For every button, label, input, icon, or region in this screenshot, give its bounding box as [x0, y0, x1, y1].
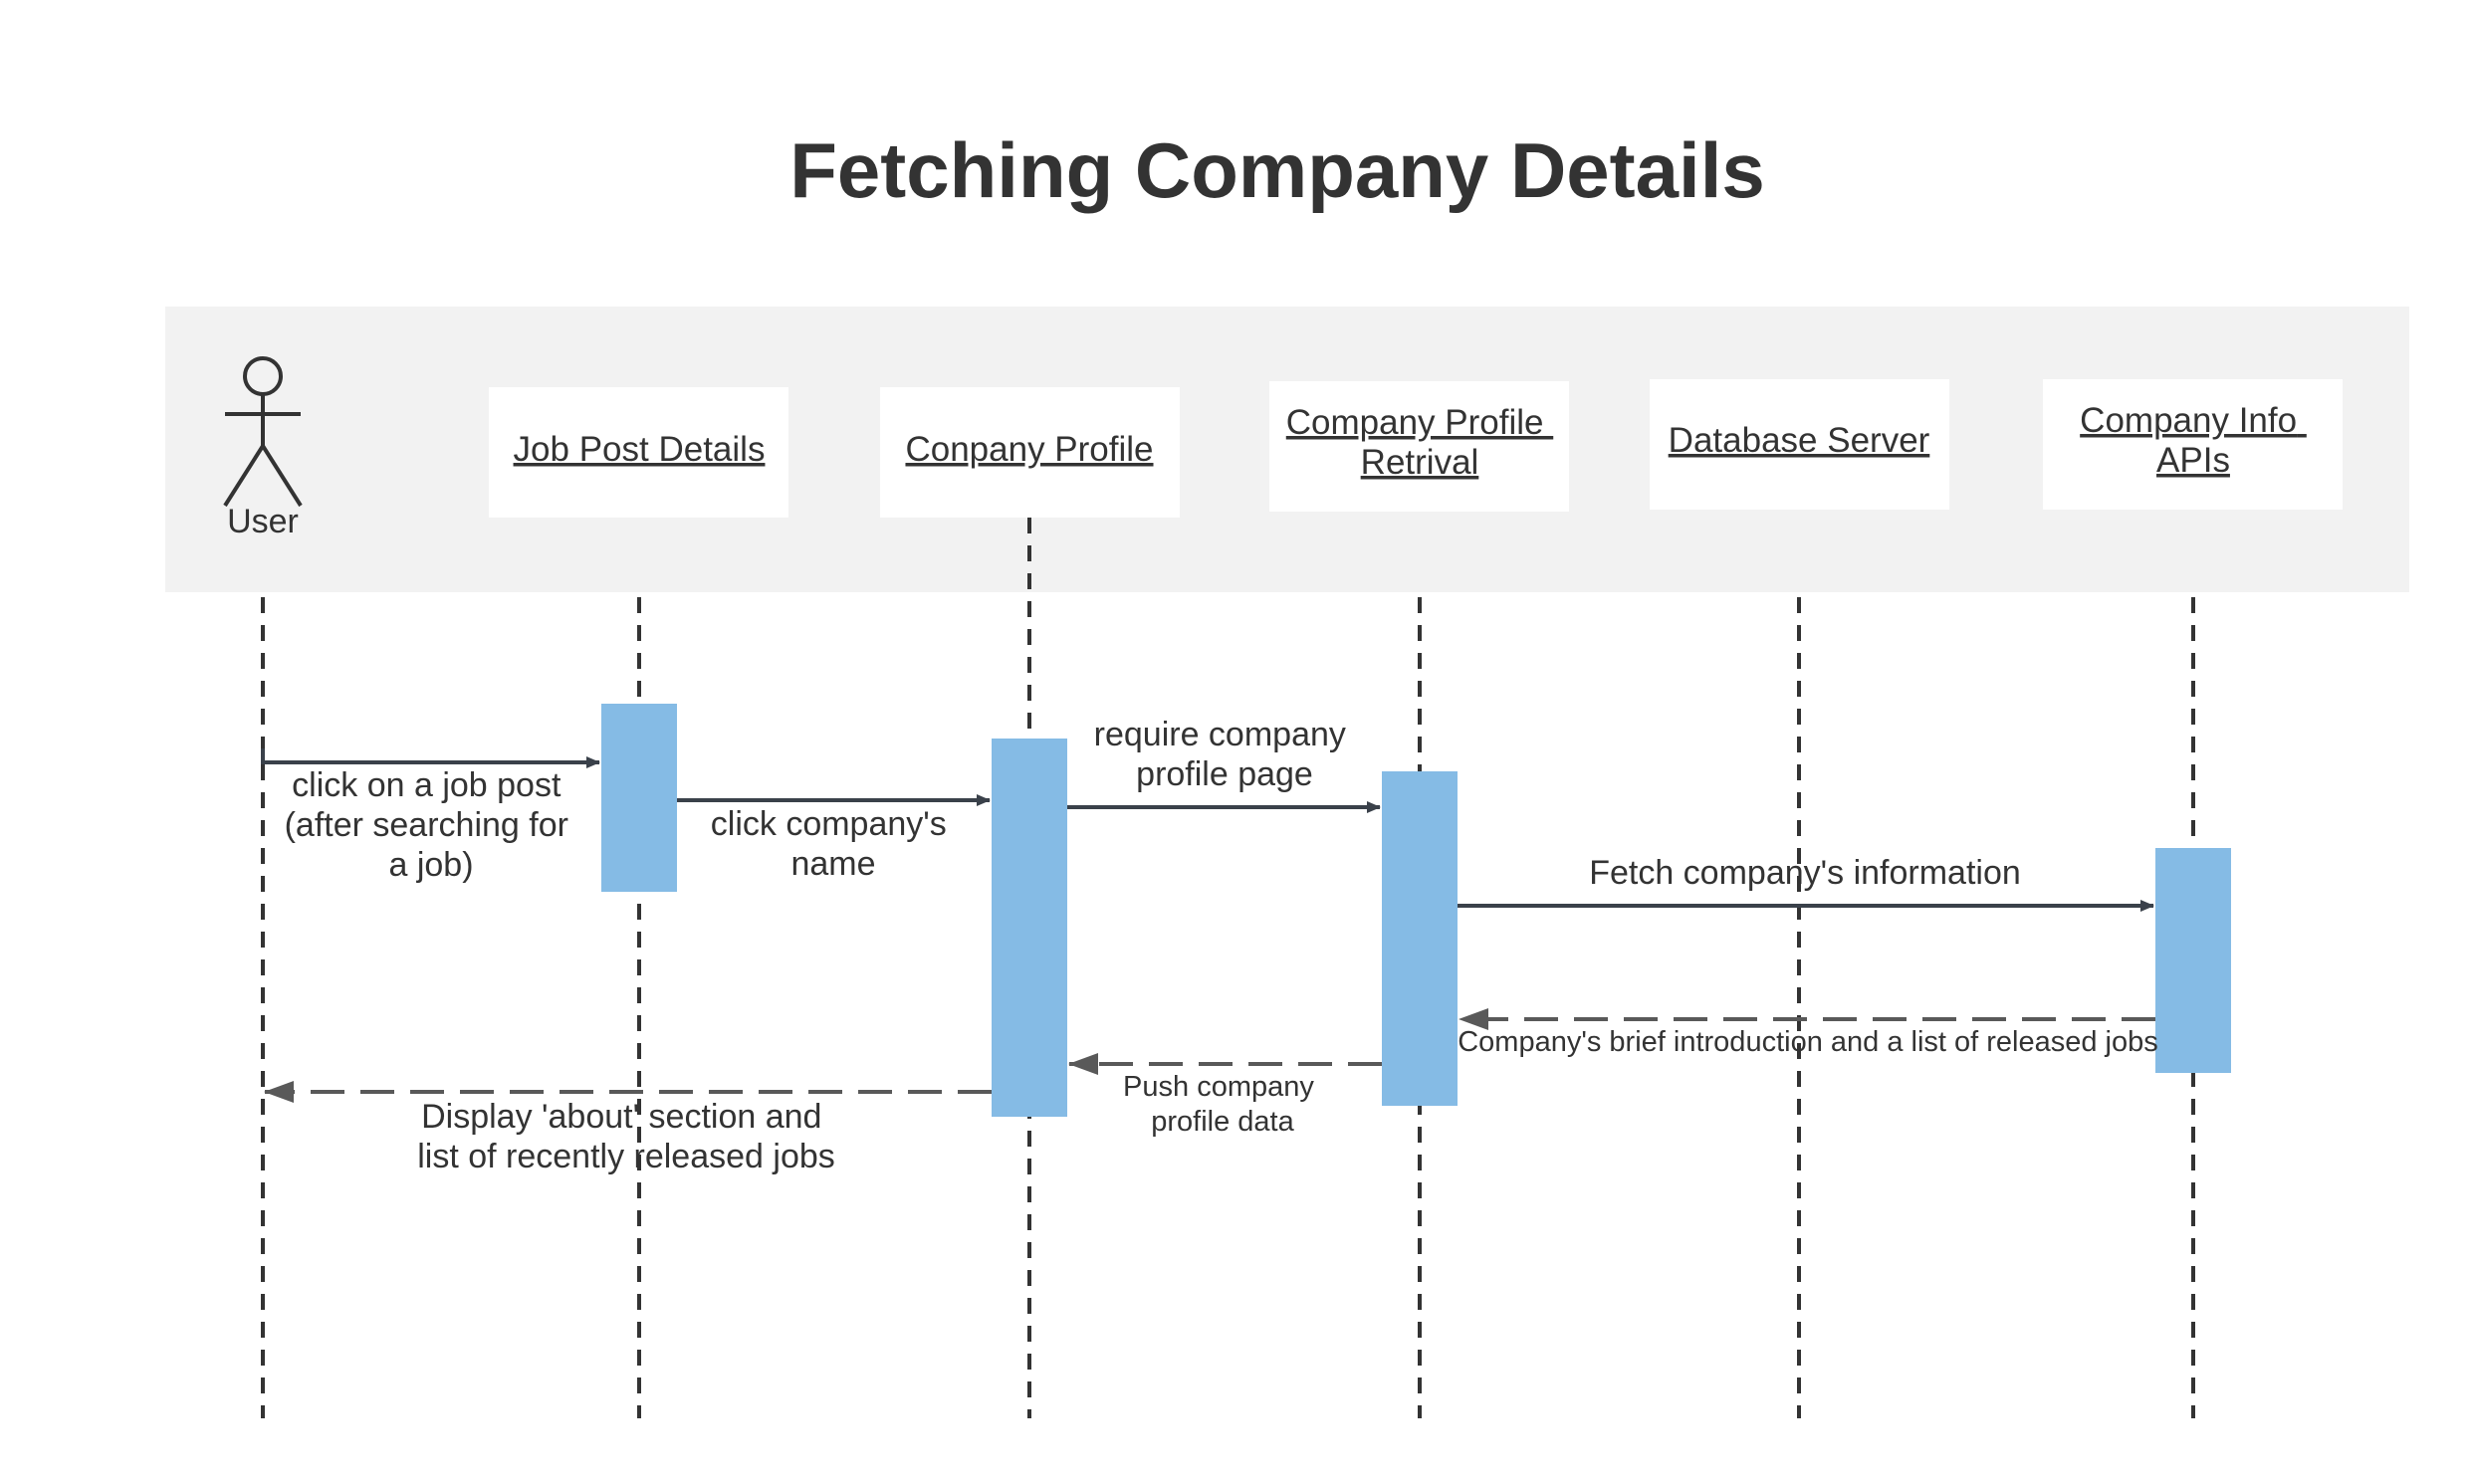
message-label-line: list of recently released jobs: [417, 1138, 835, 1175]
message-label-line: click company's: [711, 805, 947, 843]
message-label: Display 'about' section and list of rece…: [417, 1098, 835, 1175]
message-label-line: Fetch company's information: [1589, 854, 2021, 892]
message-label: click on a job post (after searching for…: [285, 766, 578, 884]
message-label: Push company profile data: [1123, 1071, 1322, 1138]
message-label-line: Display 'about' section and: [421, 1098, 821, 1136]
actor-company-info-apis: Company Info APIs: [2043, 379, 2343, 510]
activation-company-profile-retrieval: [1382, 771, 1458, 1106]
message-label-line: (after searching for: [285, 806, 568, 844]
message-label-line: profile page: [1136, 755, 1313, 793]
stick-figure-icon: [223, 356, 303, 508]
message-click-job-post: click on a job post (after searching for…: [261, 748, 600, 884]
message-label-line: name: [790, 845, 875, 883]
actor-label-line: Retrival: [1361, 443, 1479, 482]
message-label: click company's name: [711, 805, 956, 883]
actor-label-user: User: [227, 503, 299, 540]
actor-label-company-profile: Conpany Profile: [905, 430, 1153, 469]
activation-job-post-details: [601, 704, 677, 892]
message-label-line: Company's brief introduction and a list …: [1458, 1026, 2158, 1058]
message-click-company-name: click company's name: [677, 794, 991, 883]
message-require-profile-page: require company profile page: [1067, 716, 1381, 813]
actor-label-company-info-apis: Company Info APIs: [2080, 401, 2307, 480]
actor-label-database-server: Database Server: [1669, 421, 1930, 460]
message-fetch-info: Fetch company's information: [1458, 854, 2154, 912]
user-actor: User: [223, 356, 303, 540]
message-push-profile-data: Push company profile data: [1068, 1053, 1382, 1138]
message-label: Fetch company's information: [1589, 854, 2021, 892]
actor-company-profile-retrieval: Company Profile Retrival: [1269, 381, 1569, 512]
actor-job-post-details: Job Post Details: [489, 387, 788, 518]
message-label: Company's brief introduction and a list …: [1458, 1026, 2158, 1058]
actor-label-job-post-details: Job Post Details: [514, 430, 766, 469]
message-label-line: Push company: [1123, 1071, 1314, 1103]
actor-database-server: Database Server: [1650, 379, 1949, 510]
message-label: require company profile page: [1094, 716, 1356, 793]
activation-company-profile: [992, 739, 1067, 1117]
actor-label-line: Company Info: [2080, 401, 2297, 440]
message-return-info: Company's brief introduction and a list …: [1458, 1008, 2158, 1058]
message-label-line: profile data: [1151, 1106, 1294, 1138]
message-label-line: require company: [1094, 716, 1346, 753]
activation-company-info-apis: [2155, 848, 2231, 1073]
actor-company-profile: Conpany Profile: [880, 387, 1180, 518]
actor-label-line: Company Profile: [1286, 403, 1544, 442]
actor-label-line: APIs: [2156, 441, 2230, 480]
actor-label-company-profile-retrieval: Company Profile Retrival: [1286, 403, 1553, 482]
diagram-title: Fetching Company Details: [789, 126, 1765, 214]
message-label-line: click on a job post: [292, 766, 561, 804]
message-label-line: a job): [388, 846, 473, 884]
message-display-about: Display 'about' section and list of rece…: [264, 1081, 992, 1175]
